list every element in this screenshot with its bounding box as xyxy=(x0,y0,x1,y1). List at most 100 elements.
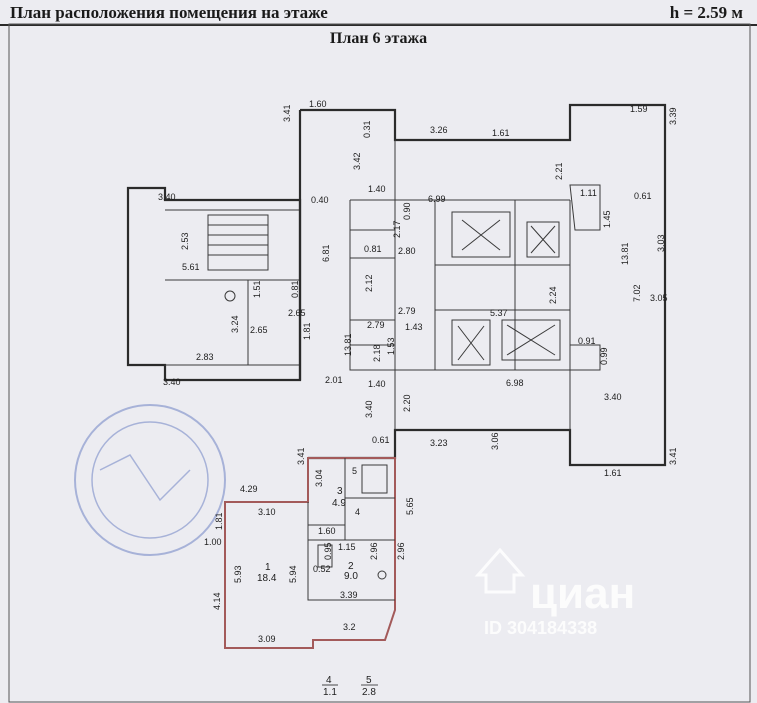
dim-label: 1.53 xyxy=(386,337,396,355)
dim-label: 2.18 xyxy=(372,344,382,362)
dim-label: 4.29 xyxy=(240,484,258,494)
dim-label: 3.23 xyxy=(430,438,448,448)
ceiling-height: h = 2.59 м xyxy=(669,3,743,22)
dim-label: 1.51 xyxy=(252,280,262,298)
dim-label: 1.40 xyxy=(368,379,386,389)
dim-label: 3.04 xyxy=(314,469,324,487)
dim-label: 0.31 xyxy=(362,120,372,138)
building-walls xyxy=(126,103,667,467)
dim-label: 0.40 xyxy=(311,195,329,205)
dim-label: 0.95 xyxy=(323,542,333,560)
dim-label: 4.14 xyxy=(212,592,222,610)
dim-label: 1.15 xyxy=(338,542,356,552)
dim-label: 0.99 xyxy=(599,347,609,365)
dim-label: 1.60 xyxy=(309,99,327,109)
dim-label: 0.52 xyxy=(313,564,331,574)
dim-label: 2.79 xyxy=(367,320,385,330)
dim-label: 1.81 xyxy=(214,512,224,530)
dim-label: 0.61 xyxy=(634,191,652,201)
room-1-number: 1 xyxy=(265,562,271,573)
watermark-id: ID 304184338 xyxy=(484,618,597,638)
dim-label: 5.94 xyxy=(288,565,298,583)
dim-label: 1.00 xyxy=(204,537,222,547)
dim-label: 5.61 xyxy=(182,262,200,272)
room-2-area: 9.0 xyxy=(344,571,358,582)
header-divider xyxy=(0,24,757,26)
dim-label: 3.03 xyxy=(656,234,666,252)
dim-label: 3.40 xyxy=(364,400,374,418)
room-2-number: 2 xyxy=(348,561,354,572)
dim-label: 3.10 xyxy=(258,507,276,517)
dim-label: 13.81 xyxy=(620,242,630,265)
room-number: 5 xyxy=(352,466,357,476)
dim-label: 0.61 xyxy=(372,435,390,445)
room-3-area: 4.9 xyxy=(332,498,346,509)
dim-label: 0.91 xyxy=(578,336,596,346)
dim-label: 0.81 xyxy=(290,280,300,298)
dimension-labels: 1.60 3.41 0.31 3.42 3.26 1.61 1.59 3.39 … xyxy=(158,99,678,644)
room-1-area: 18.4 xyxy=(257,573,277,584)
dim-label: 3.40 xyxy=(604,392,622,402)
room-4-area: 1.1 xyxy=(323,687,337,698)
dim-label: 5.37 xyxy=(490,308,508,318)
dim-label: 13.81 xyxy=(343,333,353,356)
house-icon xyxy=(474,547,526,594)
room-4-number: 4 xyxy=(326,675,332,686)
room-5-number: 5 xyxy=(366,675,372,686)
dim-label: 3.06 xyxy=(490,432,500,450)
page-frame xyxy=(8,23,751,703)
dim-label: 6.98 xyxy=(506,378,524,388)
cian-watermark: циан ID 304184338 xyxy=(474,547,635,638)
dim-label: 2.53 xyxy=(180,232,190,250)
dim-label: 7.02 xyxy=(632,284,642,302)
dim-label: 2.12 xyxy=(364,274,374,292)
dim-label: 2.80 xyxy=(398,246,416,256)
plan-title: План 6 этажа xyxy=(329,30,428,47)
dim-label: 2.01 xyxy=(325,375,343,385)
dim-label: 5.65 xyxy=(405,497,415,515)
dim-label: 3.2 xyxy=(343,622,356,632)
dim-label: 2.21 xyxy=(554,162,564,180)
stamp-seal xyxy=(74,404,226,556)
dim-label: 1.59 xyxy=(630,104,648,114)
dim-label: 1.60 xyxy=(318,526,336,536)
dim-label: 3.41 xyxy=(282,104,292,122)
dim-label: 5.93 xyxy=(233,565,243,583)
dim-label: 2.83 xyxy=(196,352,214,362)
dim-label: 0.81 xyxy=(364,244,382,254)
apartment-outline xyxy=(224,457,396,649)
dim-label: 1.11 xyxy=(580,188,597,198)
watermark-brand: циан xyxy=(530,569,635,618)
dim-label: 3.26 xyxy=(430,125,448,135)
dim-label: 1.61 xyxy=(604,468,622,478)
header-title: План расположения помещения на этаже xyxy=(10,3,328,22)
dim-label: 2.65 xyxy=(250,325,268,335)
room-labels: 5 4 3 4.9 1 18.4 2 9.0 4 1.1 5 2.8 xyxy=(257,466,378,698)
dim-label: 3.39 xyxy=(340,590,358,600)
dim-label: 3.24 xyxy=(230,315,240,333)
dim-label: 2.96 xyxy=(369,542,379,560)
room-number: 4 xyxy=(355,507,360,517)
dim-label: 6.81 xyxy=(321,244,331,262)
dim-label: 1.81 xyxy=(302,322,312,340)
dim-label: 3.42 xyxy=(352,152,362,170)
dim-label: 3.41 xyxy=(296,447,306,465)
room-3-number: 3 xyxy=(337,486,343,497)
dim-label: 2.17 xyxy=(392,220,402,238)
dim-label: 3.41 xyxy=(668,447,678,465)
dim-label: 0.90 xyxy=(402,202,412,220)
dim-label: 3.05 xyxy=(650,293,668,303)
dim-label: 2.24 xyxy=(548,286,558,304)
dim-label: 6.99 xyxy=(428,194,446,204)
dim-label: 1.61 xyxy=(492,128,510,138)
dim-label: 3.09 xyxy=(258,634,276,644)
dim-label: 3.40 xyxy=(158,192,176,202)
dim-label: 3.39 xyxy=(668,107,678,125)
room-5-area: 2.8 xyxy=(362,687,376,698)
dim-label: 1.40 xyxy=(368,184,386,194)
dim-label: 2.96 xyxy=(396,542,406,560)
dim-label: 1.43 xyxy=(405,322,423,332)
dim-label: 3.40 xyxy=(163,377,181,387)
